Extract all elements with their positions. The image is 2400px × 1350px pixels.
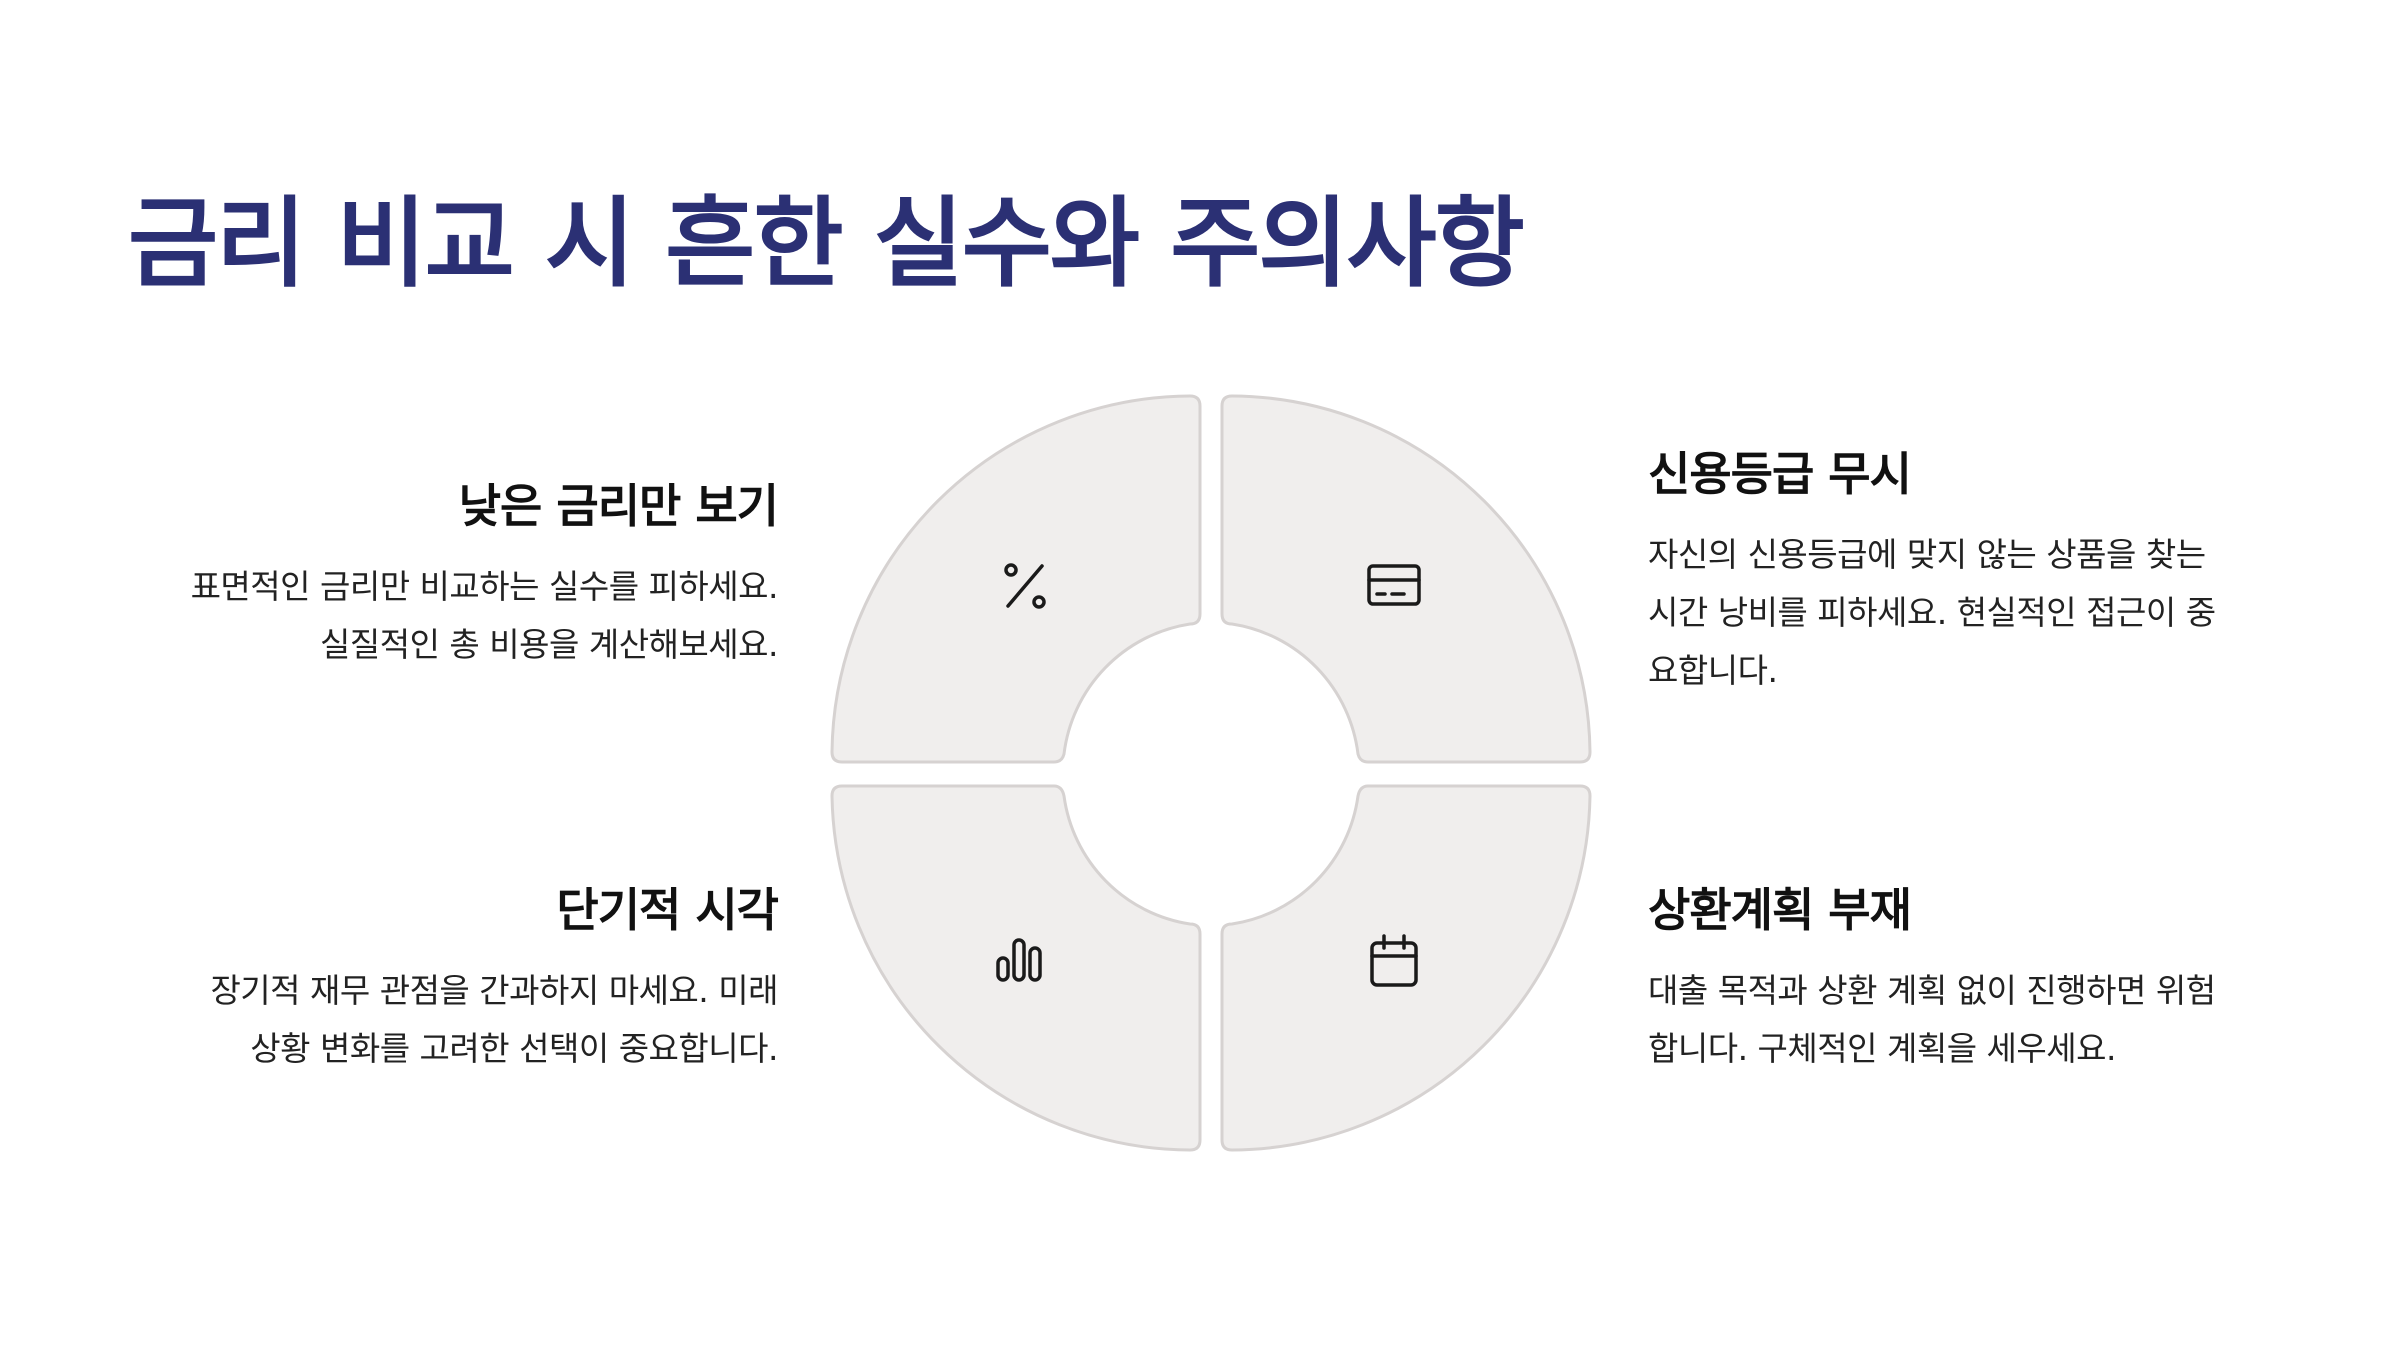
calendar-icon xyxy=(1370,934,1418,987)
desc-line: 합니다. 구체적인 계획을 세우세요. xyxy=(1648,1028,2117,1068)
item-title: 신용등급 무시 xyxy=(1648,447,1912,501)
desc-line: 장기적 재무 관점을 간과하지 마세요. 미래 xyxy=(210,970,778,1010)
item-description: 표면적인 금리만 비교하는 실수를 피하세요. 실질적인 총 비용을 계산해보세… xyxy=(128,558,779,674)
item-description: 대출 목적과 상환 계획 없이 진행하면 위험 합니다. 구체적인 계획을 세우… xyxy=(1648,962,2298,1078)
desc-line: 실질적인 총 비용을 계산해보세요. xyxy=(320,624,779,664)
desc-line: 시간 낭비를 피하세요. 현실적인 접근이 중 xyxy=(1648,592,2216,632)
item-title: 단기적 시각 xyxy=(556,883,779,937)
item-credit: 신용등급 무시 자신의 신용등급에 맞지 않는 상품을 찾는 시간 낭비를 피하… xyxy=(1648,446,2298,700)
item-description: 장기적 재무 관점을 간과하지 마세요. 미래 상황 변화를 고려한 선택이 중… xyxy=(128,962,778,1078)
item-short-term: 단기적 시각 장기적 재무 관점을 간과하지 마세요. 미래 상황 변화를 고려… xyxy=(128,882,779,1078)
desc-line: 대출 목적과 상환 계획 없이 진행하면 위험 xyxy=(1648,970,2216,1010)
desc-line: 상황 변화를 고려한 선택이 중요합니다. xyxy=(250,1028,778,1068)
item-title: 낮은 금리만 보기 xyxy=(458,479,779,533)
item-description: 자신의 신용등급에 맞지 않는 상품을 찾는 시간 낭비를 피하세요. 현실적인… xyxy=(1648,526,2298,700)
desc-line: 표면적인 금리만 비교하는 실수를 피하세요. xyxy=(190,566,779,606)
percent-icon xyxy=(1004,563,1046,609)
credit-card-icon xyxy=(1367,564,1421,606)
item-repay: 상환계획 부재 대출 목적과 상환 계획 없이 진행하면 위험 합니다. 구체적… xyxy=(1648,882,2298,1078)
desc-line: 요합니다. xyxy=(1648,650,1778,690)
item-title: 상환계획 부재 xyxy=(1648,883,1912,937)
item-low-rate: 낮은 금리만 보기 표면적인 금리만 비교하는 실수를 피하세요. 실질적인 총… xyxy=(128,478,779,674)
bar-chart-icon xyxy=(996,938,1042,982)
page-title: 금리 비교 시 흔한 실수와 주의사항 xyxy=(128,187,1525,301)
segment-low-rate xyxy=(830,394,1202,764)
desc-line: 자신의 신용등급에 맞지 않는 상품을 찾는 xyxy=(1648,534,2206,574)
segment-repay xyxy=(1220,784,1592,1152)
segment-short-term xyxy=(830,784,1202,1152)
